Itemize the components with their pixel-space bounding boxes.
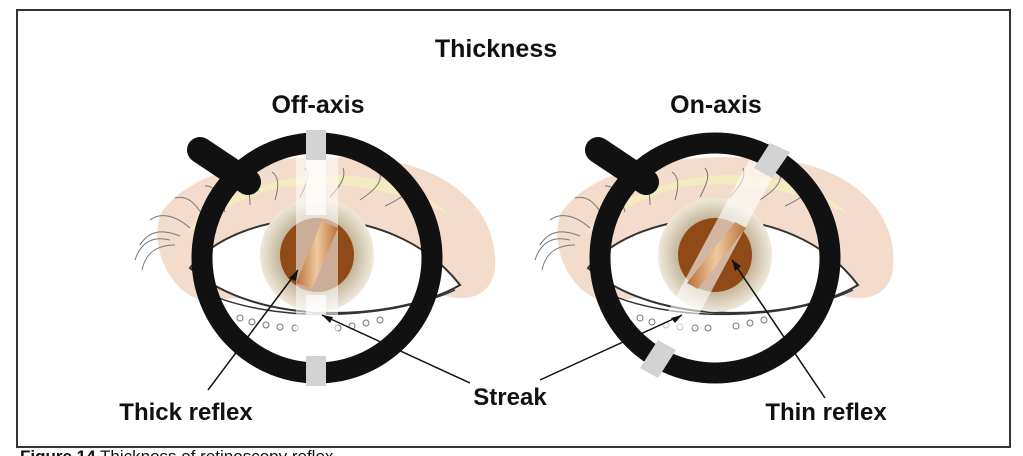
streak-pointer-left [321,314,471,384]
caption-text: Thickness of retinoscopy reflex [100,447,334,456]
right-eye-panel: On-axis [534,91,894,384]
callout-lines [207,259,826,399]
thick-reflex-arrowhead [289,270,298,281]
streak-pointer-right [539,314,683,381]
streak-inner-top [306,160,326,215]
on-axis-label: On-axis [670,91,762,119]
thin-reflex-pointer [731,259,826,399]
streak-arrowhead-left [322,315,333,323]
streak-top [754,143,790,178]
thick-reflex [296,221,338,289]
figure-title: Thickness [435,35,557,63]
caption-prefix: Figure 14 [20,447,96,456]
streak-label: Streak [473,384,547,411]
figure-caption: Figure 14 Thickness of retinoscopy refle… [20,447,334,456]
streak-top [306,130,326,160]
streak-inner-bottom [306,295,326,356]
thick-reflex-label: Thick reflex [119,399,253,426]
callout-arrowheads [289,260,741,323]
thin-reflex-arrowhead [732,260,741,271]
streak-bottom [640,340,676,378]
off-axis-label: Off-axis [271,91,364,119]
lower-lashes [236,314,384,332]
streak-bottom [306,356,326,386]
scope-ring [589,132,841,384]
left-eye-panel: Off-axis [134,91,496,386]
thin-reflex [687,222,746,289]
thin-reflex-label: Thin reflex [765,399,887,426]
thick-reflex-pointer [207,269,299,391]
streak-arrowhead-right [671,315,682,323]
